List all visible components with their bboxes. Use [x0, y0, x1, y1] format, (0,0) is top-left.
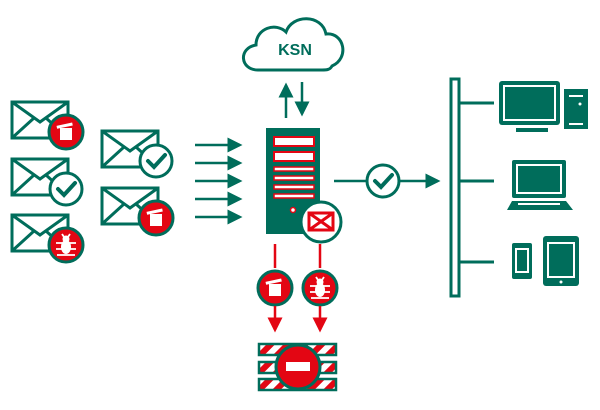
- mail-item-trash-2: [100, 186, 175, 237]
- trash-icon: [256, 269, 294, 307]
- mail-item-clean-2: [100, 129, 174, 179]
- mail-item-malware: [10, 213, 85, 264]
- desktop-endpoint: [499, 81, 590, 132]
- mail-item-trash-1: [10, 100, 85, 151]
- mail-badge: [299, 200, 343, 244]
- check-icon: [138, 143, 174, 179]
- outgoing-flow: [334, 163, 441, 199]
- check-icon: [48, 171, 84, 207]
- check-icon: [365, 163, 401, 199]
- cloud-label: KSN: [278, 42, 312, 59]
- bug-icon: [47, 226, 85, 264]
- mail-item-clean-1: [10, 157, 84, 207]
- mobile-endpoint: [512, 236, 579, 286]
- ksn-cloud: KSN: [242, 17, 345, 72]
- incoming-arrows: [195, 137, 243, 225]
- network-bus: [449, 77, 494, 298]
- cloud-sync-arrows: [278, 82, 310, 118]
- laptop-endpoint: [507, 160, 573, 210]
- blocked-flow: [256, 244, 339, 333]
- cloud-icon: [242, 17, 345, 72]
- mail-server: [266, 128, 343, 244]
- bug-icon: [301, 269, 339, 307]
- trash-icon: [137, 199, 175, 237]
- trash-icon: [47, 113, 85, 151]
- block-barrier: [257, 342, 338, 392]
